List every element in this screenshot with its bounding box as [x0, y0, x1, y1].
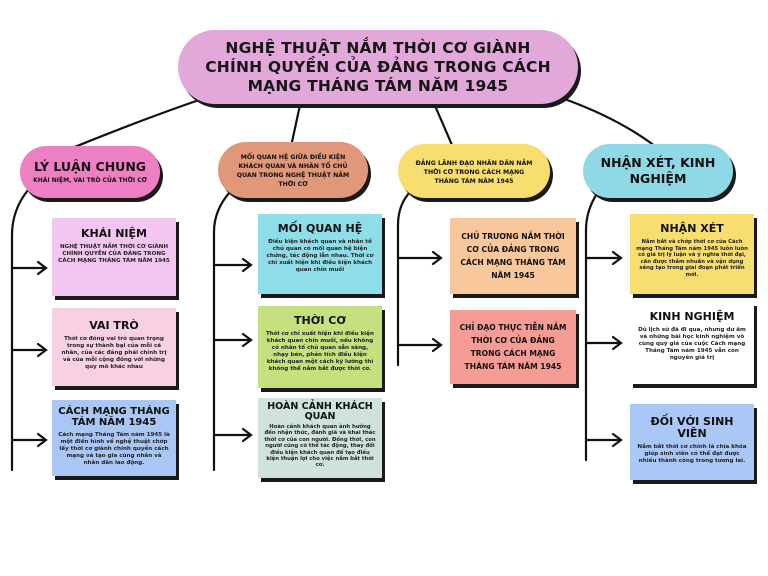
card-chu-truong: CHỦ TRƯƠNG NẮM THỜI CƠ CỦA ĐẢNG TRONG CÁ…	[450, 218, 576, 294]
card-body: Thời cơ chỉ xuất hiện khi điều kiện khác…	[265, 331, 374, 372]
branch-subtitle: KHÁI NIỆM, VAI TRÒ CỦA THỜI CƠ	[33, 177, 147, 184]
card-body: Dù lịch sử đã đi qua, nhưng dư âm và nhữ…	[638, 327, 746, 361]
branch-moi-quan-he: MỐI QUAN HỆ GIỮA ĐIỀU KIỆN KHÁCH QUAN VÀ…	[218, 142, 368, 198]
card-title: ĐỐI VỚI SINH VIÊN	[650, 415, 734, 440]
branch-nhan-xet-kinh-nghiem: NHẬN XÉT, KINH NGHIỆM	[583, 144, 733, 198]
branch-subtitle: ĐẢNG LÃNH ĐẠO NHÂN DÂN NẮM THỜI CƠ TRONG…	[415, 159, 533, 185]
card-title: NHẬN XÉT	[660, 222, 724, 235]
card-title: HOÀN CẢNH KHÁCH QUAN	[267, 401, 373, 422]
root-title-line3: MẠNG THÁNG TÁM NĂM 1945	[247, 76, 509, 95]
card-title: THỜI CƠ	[294, 314, 346, 327]
card-kinh-nghiem: KINH NGHIỆM Dù lịch sử đã đi qua, nhưng …	[630, 302, 754, 384]
card-body: Cách mạng Tháng Tám năm 1945 là một điển…	[58, 432, 170, 466]
root-title-line2: CHÍNH QUYỀN CỦA ĐẢNG TRONG CÁCH	[205, 57, 551, 76]
card-body: NGHỆ THUẬT NẮM THỜI CƠ GIÀNH CHÍNH QUYỀN…	[58, 244, 170, 264]
card-body: Nắm bắt và chớp thời cơ của Cách mạng Th…	[636, 239, 748, 278]
card-chi-dao-thuc-tien: CHỈ ĐẠO THỰC TIỄN NẮM THỜI CƠ CỦA ĐẢNG T…	[450, 310, 576, 384]
card-moi-quan-he: MỐI QUAN HỆ Điều kiện khách quan và nhân…	[258, 214, 382, 294]
root-title-line1: NGHỆ THUẬT NẮM THỜI CƠ GIÀNH	[225, 38, 531, 57]
card-vai-tro: VAI TRÒ Thời cơ đóng vai trò quan trọng …	[52, 308, 176, 386]
card-title: KHÁI NIỆM	[81, 227, 147, 240]
card-body: Hoàn cảnh khách quan ảnh hưởng đến nhận …	[264, 424, 376, 469]
branch-dang-lanh-dao: ĐẢNG LÃNH ĐẠO NHÂN DÂN NẮM THỜI CƠ TRONG…	[398, 144, 550, 198]
card-title: CÁCH MẠNG THÁNG TÁM NĂM 1945	[58, 406, 170, 428]
card-doi-voi-sinh-vien: ĐỐI VỚI SINH VIÊN Nắm bắt thời cơ chính …	[630, 404, 754, 480]
card-title: CHỈ ĐẠO THỰC TIỄN NẮM THỜI CƠ CỦA ĐẢNG T…	[459, 323, 567, 371]
root-topic: NGHỆ THUẬT NẮM THỜI CƠ GIÀNH CHÍNH QUYỀN…	[178, 30, 578, 104]
card-hoan-canh-khach-quan: HOÀN CẢNH KHÁCH QUAN Hoàn cảnh khách qua…	[258, 398, 382, 478]
branch-title: NHẬN XÉT, KINH NGHIỆM	[600, 155, 716, 186]
card-body: Điều kiện khách quan và nhân tố chủ quan…	[266, 239, 374, 273]
branch-ly-luan-chung: LÝ LUẬN CHUNG KHÁI NIỆM, VAI TRÒ CỦA THỜ…	[20, 146, 160, 198]
branch-subtitle: MỐI QUAN HỆ GIỮA ĐIỀU KIỆN KHÁCH QUAN VÀ…	[236, 154, 350, 188]
card-cach-mang-thang-tam: CÁCH MẠNG THÁNG TÁM NĂM 1945 Cách mạng T…	[52, 400, 176, 476]
card-khai-niem: KHÁI NIỆM NGHỆ THUẬT NẮM THỜI CƠ GIÀNH C…	[52, 218, 176, 296]
card-title: KINH NGHIỆM	[649, 310, 735, 323]
card-title: VAI TRÒ	[89, 319, 139, 332]
card-title: MỐI QUAN HỆ	[277, 222, 363, 235]
card-body: Nắm bắt thời cơ chính là chìa khóa giúp …	[637, 444, 747, 464]
card-body: Thời cơ đóng vai trò quan trọng trong sự…	[61, 336, 167, 370]
card-nhan-xet: NHẬN XÉT Nắm bắt và chớp thời cơ của Các…	[630, 214, 754, 294]
branch-title: LÝ LUẬN CHUNG	[33, 159, 147, 174]
card-thoi-co: THỜI CƠ Thời cơ chỉ xuất hiện khi điều k…	[258, 306, 382, 388]
card-title: CHỦ TRƯƠNG NẮM THỜI CƠ CỦA ĐẢNG TRONG CÁ…	[460, 232, 566, 280]
